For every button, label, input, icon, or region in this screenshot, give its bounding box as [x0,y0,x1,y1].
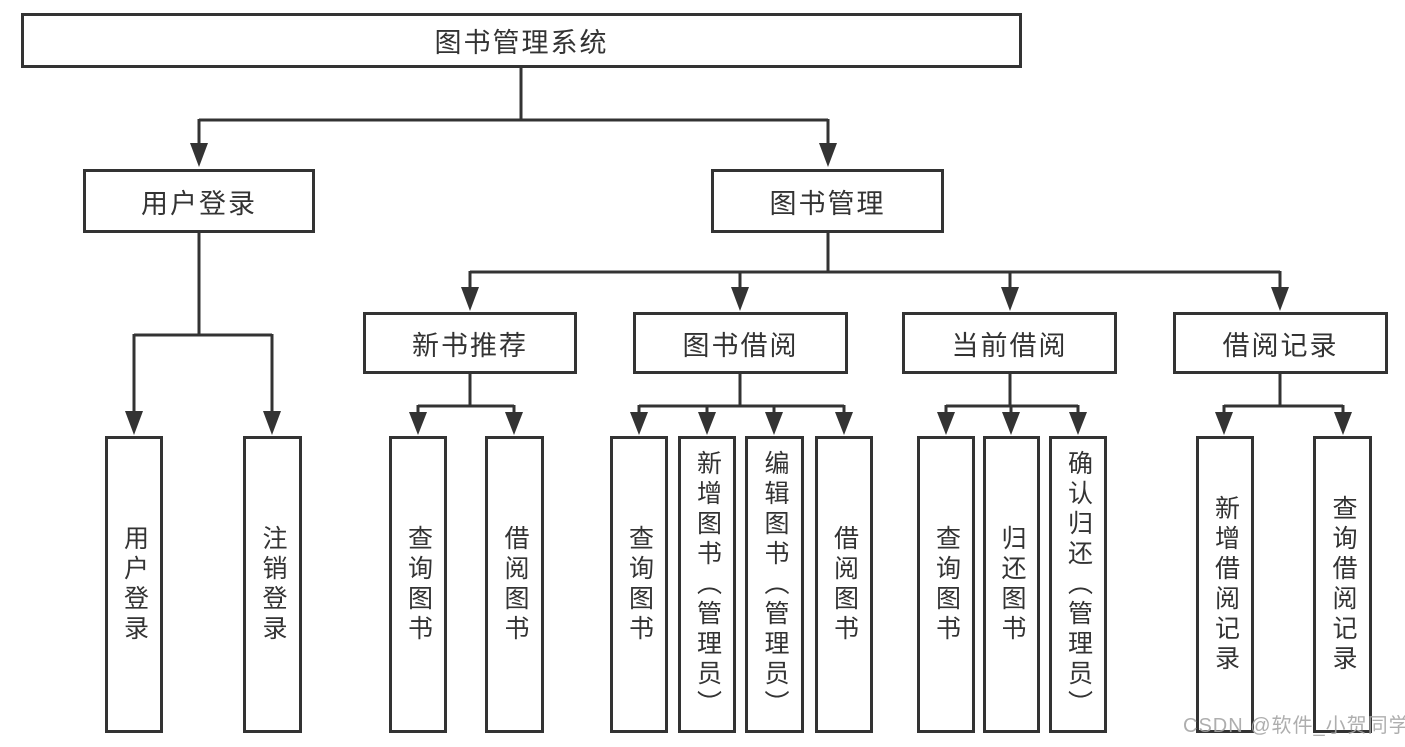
node-borrow-records-label: 借阅记录 [1222,330,1339,361]
leaf-user-login: 用户登录 [105,436,163,733]
leaf-br-query-record-label: 查询借阅记录 [1329,494,1357,675]
leaf-nbr-borrow-books-label: 借阅图书 [501,524,529,645]
node-new-book-recommend-label: 新书推荐 [412,330,528,361]
leaf-nbr-query-books: 查询图书 [389,436,447,733]
leaf-nbr-query-books-label: 查询图书 [404,524,433,645]
node-root-library-system: 图书管理系统 [21,13,1022,68]
node-book-management-label: 图书管理 [769,188,886,219]
node-borrow-records: 借阅记录 [1173,312,1388,374]
leaf-bb-edit-books-admin-label: 编辑图书（管理员） [761,449,789,720]
leaf-br-add-record: 新增借阅记录 [1196,436,1254,733]
node-book-borrow-label: 图书借阅 [682,330,799,361]
node-user-login-label: 用户登录 [141,188,257,219]
leaf-cb-query-books: 查询图书 [917,436,975,733]
node-new-book-recommend: 新书推荐 [363,312,577,374]
leaf-logout: 注销登录 [243,436,302,733]
node-user-login: 用户登录 [83,169,315,233]
leaf-br-query-record: 查询借阅记录 [1313,436,1372,733]
leaf-cb-query-books-label: 查询图书 [932,524,961,645]
leaf-bb-borrow-books: 借阅图书 [815,436,873,733]
leaf-bb-query-books: 查询图书 [610,436,668,733]
leaf-cb-confirm-return-admin-label: 确认归还（管理员） [1064,449,1093,720]
leaf-user-login-label: 用户登录 [120,524,149,645]
leaf-bb-query-books-label: 查询图书 [625,524,654,645]
node-root-label: 图书管理系统 [434,28,609,58]
node-book-borrow: 图书借阅 [633,312,848,374]
leaf-cb-return-books-label: 归还图书 [998,524,1026,645]
node-book-management: 图书管理 [711,169,944,233]
leaf-cb-confirm-return-admin: 确认归还（管理员） [1049,436,1107,733]
leaf-bb-borrow-books-label: 借阅图书 [830,524,859,645]
leaf-bb-add-books-admin-label: 新增图书（管理员） [693,449,722,720]
leaf-logout-label: 注销登录 [259,524,287,645]
leaf-cb-return-books: 归还图书 [983,436,1040,733]
leaf-bb-edit-books-admin: 编辑图书（管理员） [745,436,804,733]
node-current-borrow: 当前借阅 [902,312,1117,374]
leaf-nbr-borrow-books: 借阅图书 [485,436,544,733]
node-current-borrow-label: 当前借阅 [951,330,1068,361]
leaf-bb-add-books-admin: 新增图书（管理员） [678,436,736,733]
watermark: CSDN @软件_小贺同学 [1183,715,1405,737]
leaf-br-add-record-label: 新增借阅记录 [1211,494,1240,675]
